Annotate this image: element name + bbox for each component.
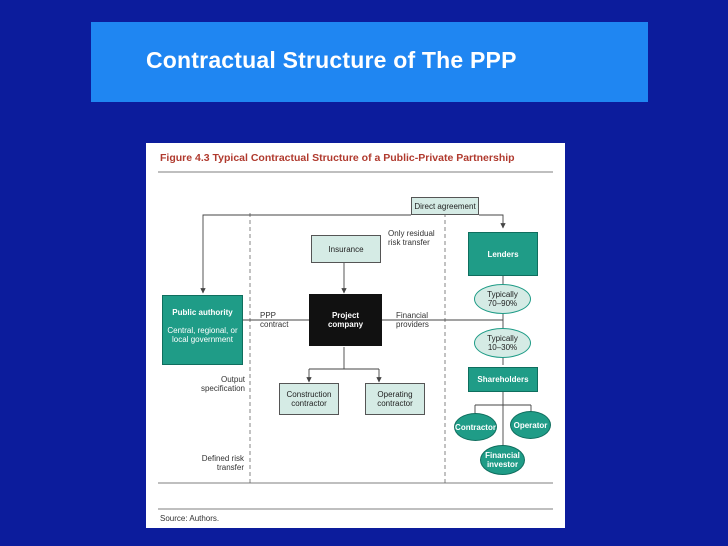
figure-caption: Figure 4.3 Typical Contractual Structure…: [160, 152, 515, 164]
typically-10-30-oval: Typically 10–30%: [474, 328, 531, 358]
financial-providers-label: Financial providers: [396, 311, 429, 329]
typically-70-90-oval: Typically 70–90%: [474, 284, 531, 314]
defined-risk-label: Defined risk transfer: [201, 454, 244, 472]
ppp-contract-label: PPP contract: [260, 311, 289, 329]
shareholders-box: Shareholders: [468, 367, 538, 392]
project-company-box: Project company: [309, 294, 382, 346]
source-note: Source: Authors.: [160, 514, 220, 523]
public-authority-box: Public authority Central, regional, or l…: [162, 295, 243, 365]
operating-contractor-box: Operating contractor: [365, 383, 425, 415]
output-specification-label: Output specification: [200, 375, 245, 393]
financial-investor-oval: Financial investor: [480, 445, 525, 475]
slide-title: Contractual Structure of The PPP: [146, 47, 517, 73]
operator-oval: Operator: [510, 411, 551, 439]
only-residual-label: Only residual risk transfer: [388, 229, 435, 247]
direct-agreement-arrow-right: [479, 214, 506, 229]
public-authority-subtitle: Central, regional, or local government: [167, 326, 238, 344]
direct-agreement-arrow-left: [200, 214, 411, 294]
insurance-box: Insurance: [311, 235, 381, 263]
contractor-oval: Contractor: [454, 413, 497, 441]
construction-contractor-box: Construction contractor: [279, 383, 339, 415]
public-authority-title: Public authority: [172, 308, 233, 317]
diagram-connectors: [158, 171, 553, 510]
figure-panel: Figure 4.3 Typical Contractual Structure…: [146, 143, 565, 528]
title-bar: [91, 22, 648, 102]
lenders-box: Lenders: [468, 232, 538, 276]
direct-agreement-box: Direct agreement: [411, 197, 479, 215]
